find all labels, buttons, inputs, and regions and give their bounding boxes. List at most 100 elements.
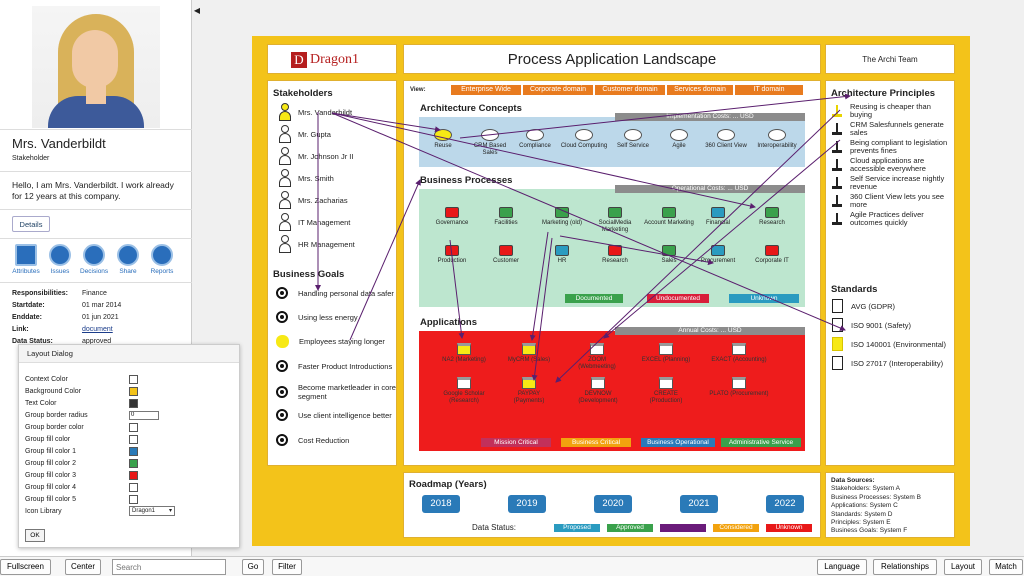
goal-item[interactable]: Handling personal data safer — [276, 287, 394, 299]
goal-item[interactable]: Employees staying longer — [276, 335, 385, 348]
process-node[interactable]: Marketing (old) — [537, 207, 587, 227]
color-swatch[interactable] — [129, 494, 138, 504]
year-2019-button[interactable]: 2019 — [508, 495, 546, 513]
principle-item[interactable]: Cloud applications are accessible everyw… — [832, 157, 954, 173]
language-button[interactable]: Language — [817, 559, 867, 575]
attributes-button[interactable]: Attributes — [12, 244, 40, 275]
principle-item[interactable]: 360 Client View lets you see more — [832, 193, 954, 209]
stakeholder-item[interactable]: Mrs. Zacharias — [278, 191, 348, 209]
color-swatch[interactable] — [129, 446, 138, 456]
color-swatch[interactable] — [129, 434, 138, 444]
concept-node[interactable]: Self Service — [611, 129, 655, 150]
color-swatch[interactable] — [129, 374, 138, 384]
standard-item[interactable]: ISO 27017 (Interoperability) — [832, 356, 943, 370]
color-swatch[interactable] — [129, 398, 138, 408]
process-node[interactable]: Facilities — [483, 207, 529, 227]
process-node[interactable]: Production — [429, 245, 475, 265]
color-swatch[interactable] — [129, 470, 138, 480]
concept-node[interactable]: Cloud Computing — [557, 129, 611, 150]
process-node[interactable]: Research — [591, 245, 639, 265]
color-swatch[interactable] — [129, 458, 138, 468]
principle-item[interactable]: Reusing is cheaper than buying — [832, 103, 954, 119]
goal-item[interactable]: Use client intelligence better — [276, 409, 392, 421]
process-node[interactable]: Research — [749, 207, 795, 227]
fullscreen-button[interactable]: Fullscreen — [0, 559, 51, 575]
standard-item[interactable]: ISO 140001 (Environmental) — [832, 337, 946, 351]
stakeholder-item[interactable]: Mr. Johnson Jr II — [278, 147, 353, 165]
principle-item[interactable]: Self Service increase nightly revenue — [832, 175, 954, 191]
filter-button[interactable]: Filter — [272, 559, 302, 575]
goal-item[interactable]: Become marketleader in core segment — [276, 383, 398, 401]
ok-button[interactable]: OK — [25, 529, 45, 542]
principle-item[interactable]: Agile Practices deliver outcomes quickly — [832, 211, 954, 227]
process-node[interactable]: Sales — [641, 245, 697, 265]
app-node[interactable]: ZOOM (Webmeeting) — [569, 343, 625, 371]
process-node[interactable]: Procurement — [695, 245, 741, 265]
concept-node[interactable]: Agile — [657, 129, 701, 150]
goal-item[interactable]: Using less energy — [276, 311, 358, 323]
stakeholder-item[interactable]: Mr. Gupta — [278, 125, 331, 143]
layout-button[interactable]: Layout — [944, 559, 982, 575]
concept-node[interactable]: Compliance — [513, 129, 557, 150]
principle-item[interactable]: Being compliant to legislation prevents … — [832, 139, 954, 155]
process-node[interactable]: SocialMedia Marketing — [591, 207, 639, 234]
process-node[interactable]: Financial — [695, 207, 741, 227]
stakeholder-item[interactable]: Mrs. Smith — [278, 169, 334, 187]
process-icon — [711, 207, 725, 218]
border-radius-input[interactable] — [129, 410, 159, 420]
color-swatch[interactable] — [129, 482, 138, 492]
color-swatch[interactable] — [129, 422, 138, 432]
process-node[interactable]: HR — [537, 245, 587, 265]
center-button[interactable]: Center — [65, 559, 101, 575]
icon-library-select[interactable]: Dragon1▾ — [129, 506, 175, 516]
decisions-button[interactable]: Decisions — [80, 244, 108, 275]
reports-button[interactable]: Reports — [148, 244, 176, 275]
process-node[interactable]: Governance — [429, 207, 475, 227]
search-input[interactable] — [112, 559, 226, 575]
concept-node[interactable]: CRM Based Sales — [467, 129, 513, 157]
app-node[interactable]: DEVNOW (Development) — [569, 377, 627, 405]
color-swatch[interactable] — [129, 386, 138, 396]
view-corporate-button[interactable]: Corporate domain — [523, 85, 593, 95]
year-2020-button[interactable]: 2020 — [594, 495, 632, 513]
process-node[interactable]: Account Marketing — [641, 207, 697, 227]
app-node[interactable]: EXCEL (Planning) — [641, 343, 691, 364]
concept-node[interactable]: Interoperability — [751, 129, 803, 150]
go-button[interactable]: Go — [242, 559, 264, 575]
app-node[interactable]: EXACT (Accounting) — [711, 343, 767, 364]
app-node[interactable]: PLATO (Procurement) — [709, 377, 769, 398]
app-node[interactable]: CREATE (Production) — [639, 377, 693, 405]
standard-item[interactable]: ISO 9001 (Safety) — [832, 318, 911, 332]
year-2021-button[interactable]: 2021 — [680, 495, 718, 513]
stakeholder-item[interactable]: IT Management — [278, 213, 350, 231]
process-node[interactable]: Corporate IT — [749, 245, 795, 265]
goal-item[interactable]: Faster Product Introductions — [276, 360, 392, 372]
process-node[interactable]: Customer — [483, 245, 529, 265]
share-button[interactable]: Share — [114, 244, 142, 275]
view-it-button[interactable]: IT domain — [735, 85, 803, 95]
goal-item[interactable]: Cost Reduction — [276, 434, 349, 446]
year-2018-button[interactable]: 2018 — [422, 495, 460, 513]
issues-button[interactable]: Issues — [46, 244, 74, 275]
stakeholder-item[interactable]: HR Management — [278, 235, 355, 253]
sources-title: Data Sources: — [831, 477, 875, 484]
app-node[interactable]: PAYPAY (Payments) — [503, 377, 555, 405]
match-button[interactable]: Match — [989, 559, 1023, 575]
view-enterprise-button[interactable]: Enterprise Wide — [451, 85, 521, 95]
principle-item[interactable]: CRM Salesfunnels generate sales — [832, 121, 954, 137]
stakeholder-item[interactable]: Mrs. Vanderbildt — [278, 103, 352, 121]
collapse-panel-icon[interactable]: ◀ — [193, 6, 201, 15]
concept-node[interactable]: Reuse — [421, 129, 465, 150]
document-link[interactable]: document — [82, 325, 113, 333]
standard-item[interactable]: AVG (GDPR) — [832, 299, 895, 313]
view-services-button[interactable]: Services domain — [667, 85, 733, 95]
details-button[interactable]: Details — [12, 216, 50, 232]
target-icon — [276, 311, 288, 323]
concept-node[interactable]: 360 Client View — [701, 129, 751, 150]
view-customer-button[interactable]: Customer domain — [595, 85, 665, 95]
app-node[interactable]: NA2 (Marketing) — [439, 343, 489, 364]
relationships-button[interactable]: Relationships — [873, 559, 937, 575]
app-node[interactable]: Google Scholar (Research) — [433, 377, 495, 405]
app-node[interactable]: MyCRM (Sales) — [501, 343, 557, 364]
year-2022-button[interactable]: 2022 — [766, 495, 804, 513]
